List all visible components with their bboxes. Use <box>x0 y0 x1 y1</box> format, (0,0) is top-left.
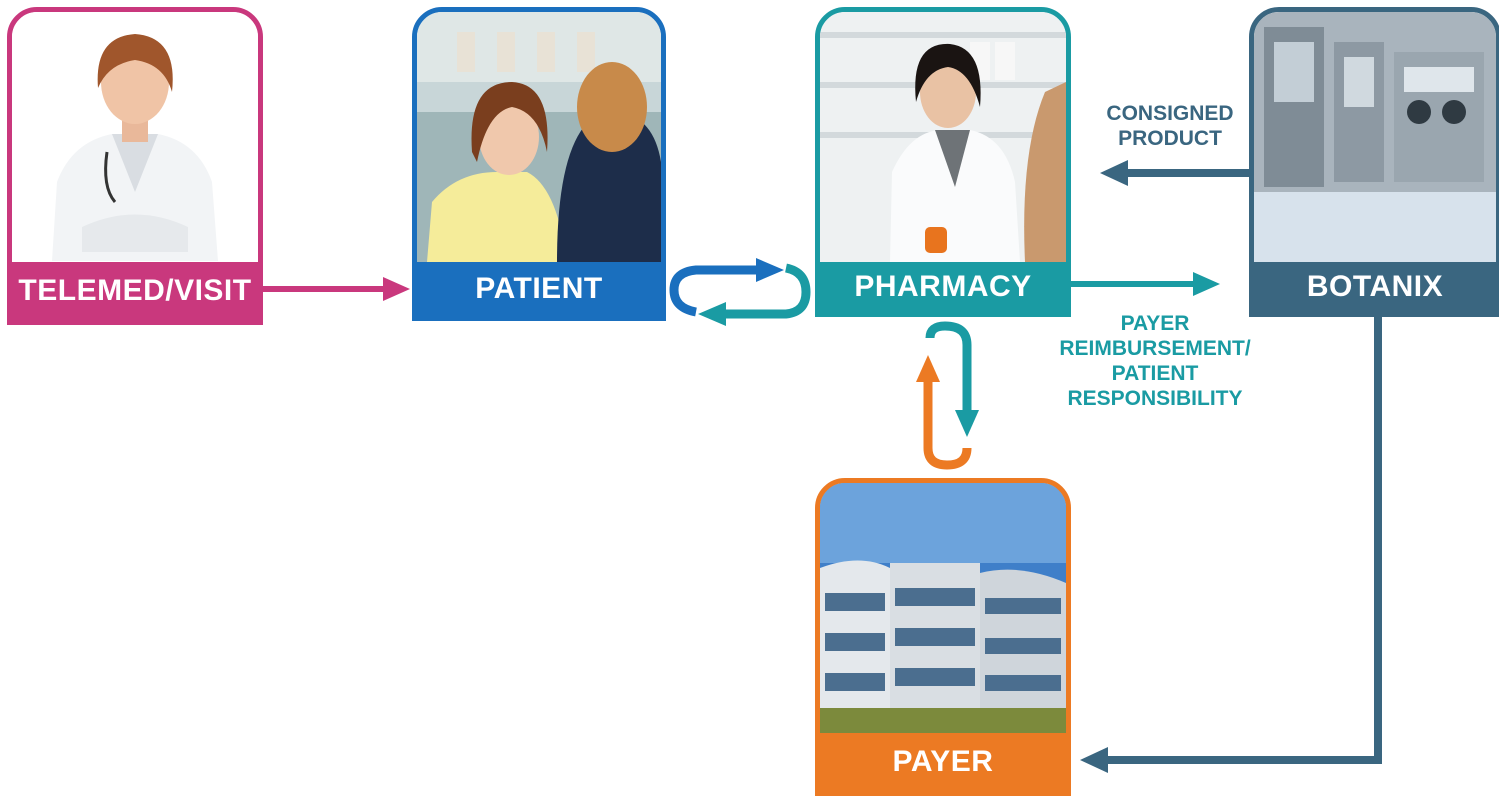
caption-line: PATIENT <box>1111 362 1199 385</box>
caption-line: REIMBURSEMENT/ <box>1059 337 1251 360</box>
node-label: TELEMED/VISIT <box>12 262 258 320</box>
node-label: PATIENT <box>417 262 661 316</box>
arrow-payer-to-pharmacy <box>916 355 972 470</box>
botanix-node: BOTANIX <box>1249 7 1499 317</box>
payer-node: PAYER <box>815 478 1071 796</box>
arrow-pharmacy-to-botanix <box>1071 272 1220 296</box>
telemed-node: TELEMED/VISIT <box>7 7 263 325</box>
caption-line: CONSIGNED <box>1106 102 1234 125</box>
arrow-telemed-to-patient <box>263 277 410 301</box>
payer-reimbursement-caption: PAYER REIMBURSEMENT/ PATIENT RESPONSIBIL… <box>1030 311 1280 411</box>
pharmacy-node: PHARMACY <box>815 7 1071 317</box>
caption-line: RESPONSIBILITY <box>1067 387 1243 410</box>
consigned-product-caption: CONSIGNED PRODUCT <box>1090 101 1250 151</box>
node-label: PHARMACY <box>820 262 1066 312</box>
node-label: BOTANIX <box>1254 262 1496 312</box>
doctor-photo <box>12 12 258 261</box>
arrow-pharmacy-to-payer <box>925 321 979 437</box>
arrow-botanix-to-pharmacy <box>1100 160 1249 186</box>
node-label: PAYER <box>820 733 1066 791</box>
arrow-botanix-to-payer <box>1080 317 1382 773</box>
patient-photo <box>417 12 661 262</box>
caption-line: PRODUCT <box>1118 127 1222 150</box>
office-building-photo <box>820 483 1066 733</box>
arrow-pharmacy-to-patient <box>698 263 811 326</box>
arrow-patient-to-pharmacy <box>669 258 784 317</box>
caption-line: PAYER <box>1120 312 1190 335</box>
lab-facility-photo <box>1254 12 1496 262</box>
pharmacist-photo <box>820 12 1066 262</box>
patient-node: PATIENT <box>412 7 666 321</box>
